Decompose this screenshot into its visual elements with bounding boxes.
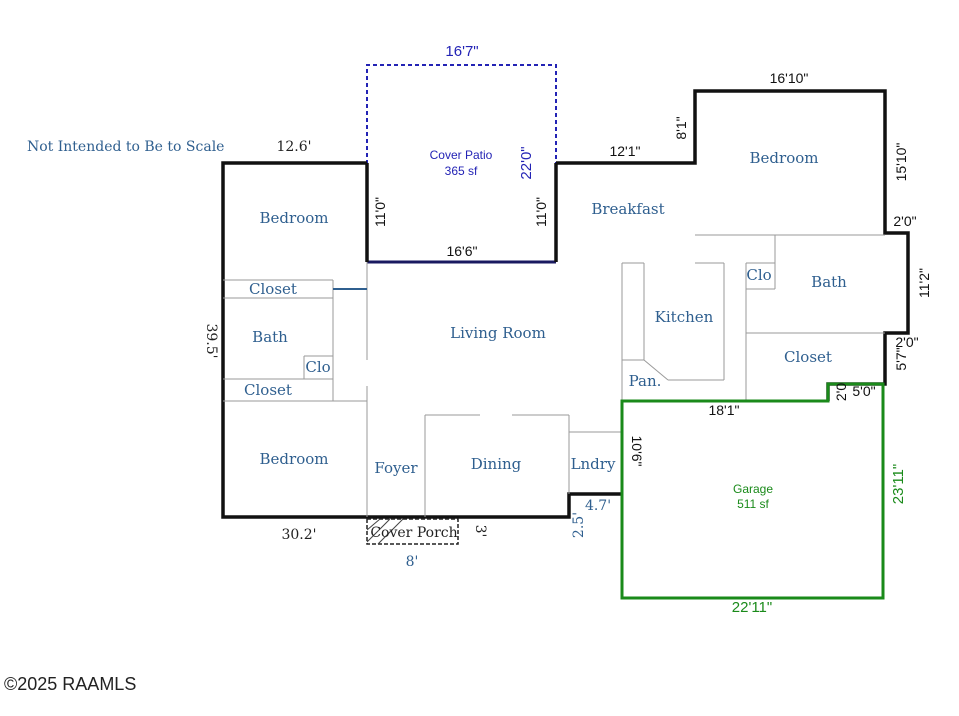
scale-note: Not Intended to Be to Scale <box>27 139 224 155</box>
patio-name: Cover Patio <box>430 148 493 162</box>
dim-porch-depth: 3' <box>472 525 488 538</box>
dim-east-jog-1: 2'0" <box>893 213 916 229</box>
dim-garage-left: 10'6" <box>629 435 645 466</box>
dim-patio-left-wall: 11'0" <box>372 197 388 227</box>
dim-east-jog-2: 2'0" <box>895 334 918 350</box>
dim-breakfast-top: 12'1" <box>609 143 640 159</box>
room-pantry: Pan. <box>629 372 662 390</box>
dim-bedroom-ne-side: 15'10" <box>893 143 909 182</box>
dim-garage-right: 23'11" <box>890 464 907 504</box>
dim-bedroom-ne-top: 16'10" <box>770 70 809 86</box>
room-clo-e: Clo <box>746 266 771 284</box>
copyright: ©2025 RAAMLS <box>4 674 136 694</box>
dim-bath-e-side: 11'2" <box>916 268 932 298</box>
room-bedroom-ne: Bedroom <box>750 149 819 167</box>
garage-area: 511 sf <box>737 497 769 511</box>
room-bedroom-sw: Bedroom <box>260 450 329 468</box>
exterior-wall <box>556 89 910 401</box>
dim-patio-right: 22'0" <box>518 146 535 179</box>
dim-west-side: 39.5' <box>203 323 219 358</box>
room-living-room: Living Room <box>450 324 546 342</box>
dim-west-top: 12.6' <box>276 139 311 155</box>
room-closet-e: Closet <box>784 348 832 366</box>
garage-name: Garage <box>733 482 773 496</box>
room-bath-w: Bath <box>252 328 288 346</box>
room-bedroom-nw: Bedroom <box>260 209 329 227</box>
porch-name: Cover Porch <box>370 525 457 541</box>
interior-walls <box>223 234 885 517</box>
dim-closet-e-side: 5'7" <box>893 347 909 370</box>
cover-porch <box>366 518 459 545</box>
dim-patio-right-wall: 11'0" <box>533 197 549 227</box>
garage-outline <box>620 382 885 600</box>
dim-south: 30.2' <box>281 527 316 543</box>
room-breakfast: Breakfast <box>591 200 664 218</box>
dim-bedroom-ne-offset: 8'1" <box>673 116 689 139</box>
dim-garage-bottom: 22'11" <box>732 599 772 616</box>
dim-laundry-jog-depth: 2.5' <box>571 512 587 538</box>
room-dining: Dining <box>471 455 522 473</box>
room-foyer: Foyer <box>374 459 418 477</box>
dim-garage-notch-side: 2'0 <box>833 383 849 401</box>
exterior-wall-main <box>221 161 622 519</box>
dim-patio-bottom: 16'6" <box>446 243 477 259</box>
room-clo-w: Clo <box>305 358 330 376</box>
room-bath-e: Bath <box>811 273 847 291</box>
patio-area: 365 sf <box>445 164 478 178</box>
room-closet-1: Closet <box>249 280 297 298</box>
room-kitchen: Kitchen <box>655 308 714 326</box>
dim-patio-top: 16'7" <box>445 43 478 60</box>
room-laundry: Lndry <box>571 455 616 473</box>
dim-garage-notch-top: 5'0" <box>852 383 875 399</box>
room-closet-2: Closet <box>244 381 292 399</box>
dim-garage-top: 18'1" <box>708 402 739 418</box>
dim-porch-width: 8' <box>406 554 419 570</box>
dim-laundry-jog-width: 4.7' <box>585 498 611 514</box>
